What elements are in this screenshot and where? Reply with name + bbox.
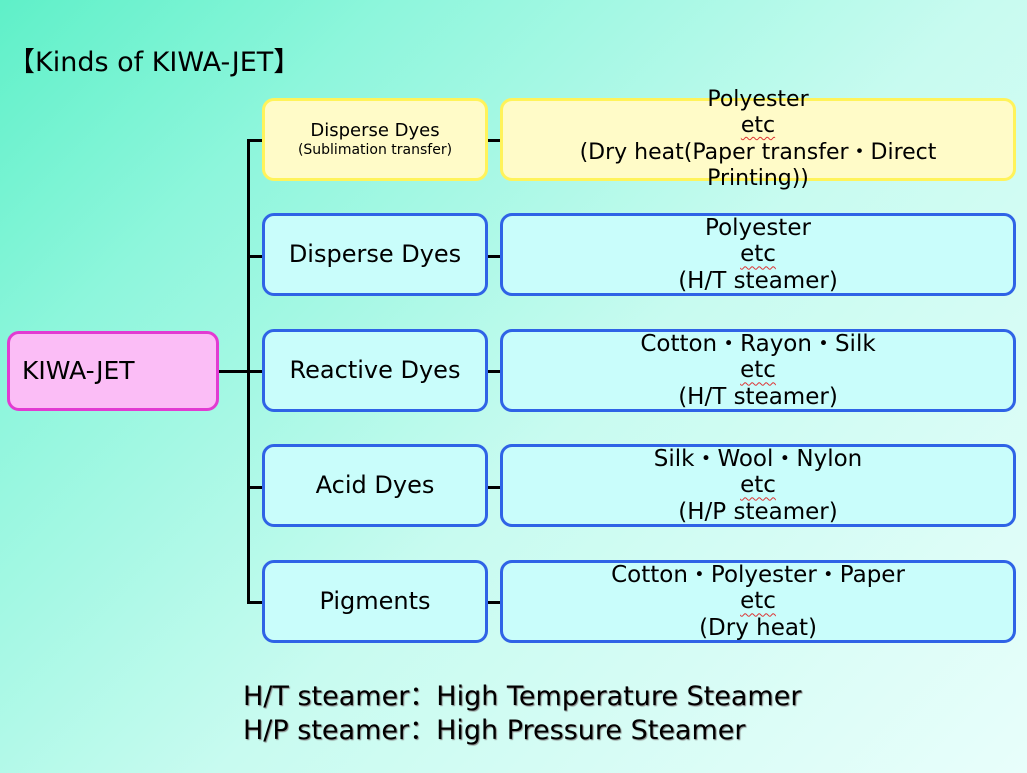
- connector-branch-1: [247, 139, 263, 142]
- category-label: Disperse Dyes: [310, 120, 440, 142]
- category-node-pigments: Pigments: [262, 560, 488, 643]
- description-line-2: (H/T steamer): [678, 383, 838, 410]
- root-node-kiwa-jet: KIWA-JET: [7, 331, 219, 411]
- category-label: Reactive Dyes: [289, 355, 461, 384]
- description-line-2: (Dry heat(Paper transfer・Direct: [579, 139, 937, 165]
- description-line-1: Polyester etc: [707, 86, 809, 139]
- description-line-2: (H/P steamer): [678, 498, 838, 525]
- connector-branch-5: [247, 601, 263, 604]
- connector-branch-3: [247, 370, 263, 373]
- connector-link-2: [487, 255, 501, 258]
- description-line-2: (Dry heat): [699, 614, 817, 641]
- description-line-1: Cotton・Polyester・Paper etc: [611, 561, 905, 615]
- footnote-ht-steamer: H/T steamer：High Temperature Steamer: [243, 681, 802, 712]
- slide-title: 【Kinds of KIWA-JET】: [8, 47, 301, 78]
- description-node-4: Silk・Wool・Nylon etc (H/P steamer): [500, 444, 1016, 527]
- category-sublabel: (Sublimation transfer): [297, 141, 453, 158]
- category-node-disperse: Disperse Dyes: [262, 213, 488, 296]
- connector-link-5: [487, 601, 501, 604]
- description-node-1: Polyester etc (Dry heat(Paper transfer・D…: [500, 87, 1016, 191]
- category-label: Disperse Dyes: [288, 239, 462, 268]
- connector-branch-2: [247, 255, 263, 258]
- category-label: Pigments: [319, 586, 431, 615]
- root-node-label: KIWA-JET: [22, 355, 135, 385]
- footnote-hp-steamer: H/P steamer：High Pressure Steamer: [243, 715, 746, 746]
- description-line-2: (H/T steamer): [678, 267, 838, 294]
- connector-branch-4: [247, 486, 263, 489]
- description-line-1: Silk・Wool・Nylon etc: [653, 445, 863, 499]
- description-line-1: Cotton・Rayon・Silk etc: [640, 330, 876, 384]
- category-node-acid: Acid Dyes: [262, 444, 488, 527]
- description-line-1: Polyester etc: [705, 214, 811, 268]
- description-line-3: Printing)): [707, 165, 809, 191]
- description-node-2: Polyester etc (H/T steamer): [500, 213, 1016, 296]
- category-label: Acid Dyes: [315, 470, 435, 499]
- description-node-5: Cotton・Polyester・Paper etc (Dry heat): [500, 560, 1016, 643]
- category-node-disperse-sublimation: Disperse Dyes (Sublimation transfer): [262, 98, 488, 181]
- connector-link-4: [487, 486, 501, 489]
- connector-link-1: [487, 139, 501, 142]
- category-node-reactive: Reactive Dyes: [262, 329, 488, 412]
- connector-root: [219, 370, 249, 373]
- description-node-3: Cotton・Rayon・Silk etc (H/T steamer): [500, 329, 1016, 412]
- connector-link-3: [487, 370, 501, 373]
